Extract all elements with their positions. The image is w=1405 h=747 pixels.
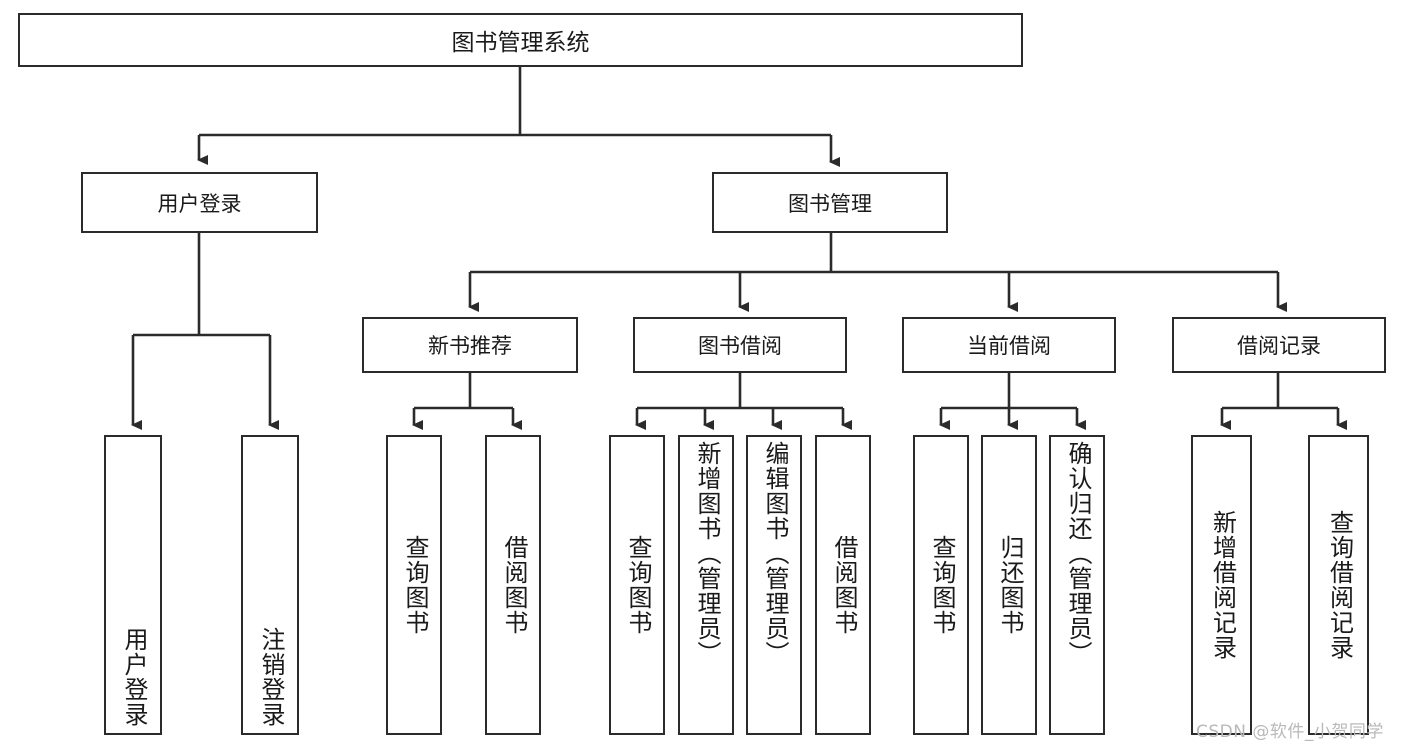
leaf-user-login-logout[interactable]: 注销登录 <box>241 435 299 735</box>
leaf-label: 注销登录 <box>256 627 285 727</box>
leaf-borrow-query-book[interactable]: 查询图书 <box>609 435 665 735</box>
node-label: 用户登录 <box>157 191 242 216</box>
leaf-record-add-record[interactable]: 新增借阅记录 <box>1191 435 1252 735</box>
node-label: 图书借阅 <box>698 334 782 358</box>
leaf-label: 查询借阅记录 <box>1325 510 1354 660</box>
node-book-management[interactable]: 图书管理 <box>712 172 948 233</box>
leaf-label: 用户登录 <box>119 627 148 727</box>
node-label: 当前借阅 <box>967 334 1051 358</box>
leaf-label: 查询图书 <box>927 535 956 635</box>
node-new-book-recommend[interactable]: 新书推荐 <box>362 317 578 373</box>
leaf-borrow-edit-book-admin[interactable]: 编辑图书（管理员） <box>746 435 802 735</box>
leaf-user-login-login[interactable]: 用户登录 <box>104 435 162 735</box>
leaf-new-book-query[interactable]: 查询图书 <box>386 435 442 735</box>
node-book-borrow[interactable]: 图书借阅 <box>633 317 847 373</box>
leaf-label: 查询图书 <box>623 535 652 635</box>
leaf-label: 确认归还（管理员） <box>1063 441 1092 666</box>
leaf-label: 借阅图书 <box>499 535 528 635</box>
leaf-label: 新增图书（管理员） <box>692 441 721 666</box>
leaf-label: 查询图书 <box>400 535 429 635</box>
leaf-borrow-borrow-book[interactable]: 借阅图书 <box>815 435 871 735</box>
leaf-current-confirm-return-admin[interactable]: 确认归还（管理员） <box>1049 435 1105 735</box>
leaf-record-query-record[interactable]: 查询借阅记录 <box>1308 435 1369 735</box>
node-label: 图书管理 <box>788 191 872 216</box>
node-label: 图书管理系统 <box>451 30 590 56</box>
leaf-borrow-add-book-admin[interactable]: 新增图书（管理员） <box>678 435 734 735</box>
node-label: 新书推荐 <box>428 334 512 358</box>
node-user-login[interactable]: 用户登录 <box>81 172 318 233</box>
leaf-current-return-book[interactable]: 归还图书 <box>981 435 1037 735</box>
node-borrow-record[interactable]: 借阅记录 <box>1172 317 1386 373</box>
leaf-label: 新增借阅记录 <box>1208 510 1237 660</box>
leaf-label: 编辑图书（管理员） <box>760 441 789 666</box>
node-current-borrow[interactable]: 当前借阅 <box>902 317 1116 373</box>
leaf-new-book-borrow[interactable]: 借阅图书 <box>485 435 541 735</box>
watermark-text: CSDN @软件_小贺同学 <box>1196 722 1384 742</box>
leaf-current-query-book[interactable]: 查询图书 <box>913 435 969 735</box>
node-root-system[interactable]: 图书管理系统 <box>18 13 1023 67</box>
node-label: 借阅记录 <box>1237 334 1321 358</box>
leaf-label: 借阅图书 <box>829 535 858 635</box>
leaf-label: 归还图书 <box>995 535 1024 635</box>
